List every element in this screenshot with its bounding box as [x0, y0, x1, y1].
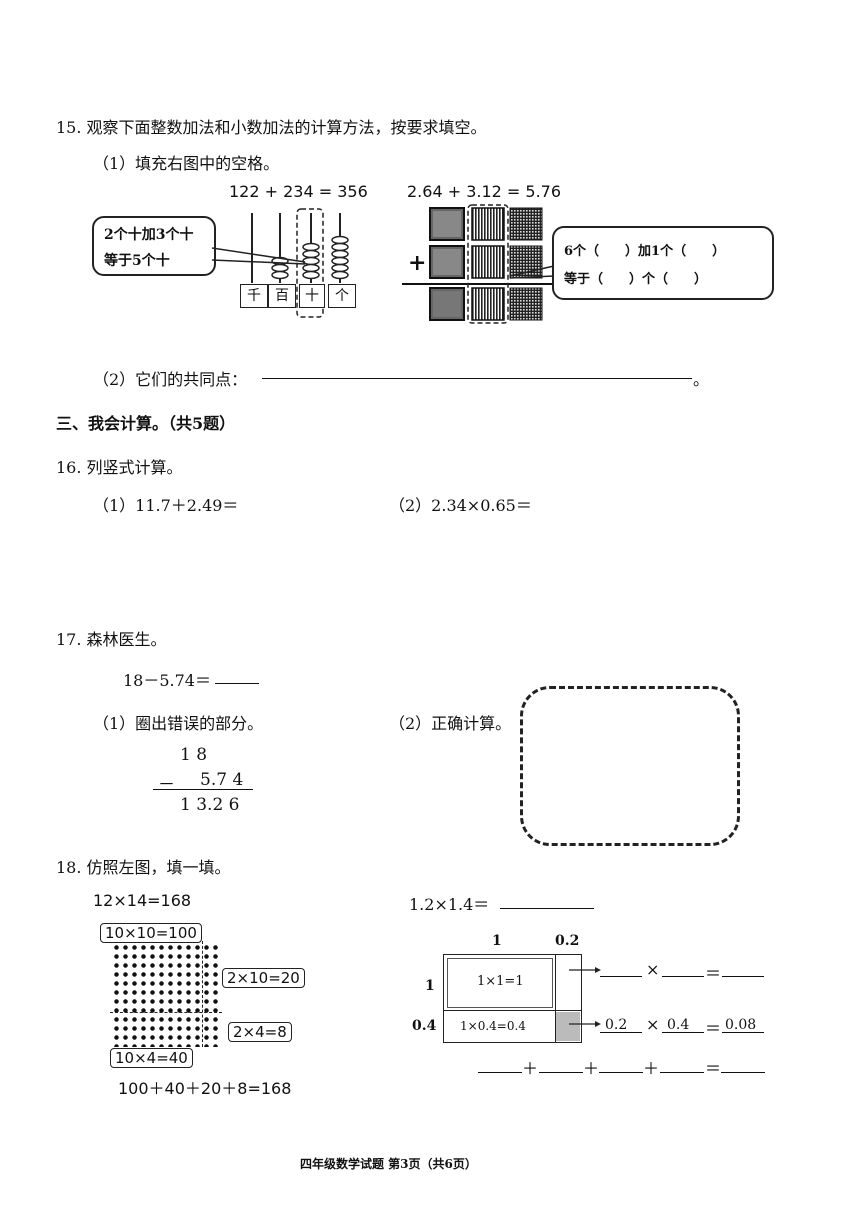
plus-1: ＋	[522, 1059, 539, 1078]
blank-sum-b[interactable]	[539, 1072, 583, 1073]
section3-title: 三、我会计算。（共5题）	[56, 414, 236, 433]
q17-part2: （2）正确计算。	[389, 714, 512, 733]
area-shaded-cell	[556, 1012, 580, 1041]
q15-title: 15. 观察下面整数加法和小数加法的计算方法，按要求填空。	[56, 118, 487, 137]
plus-2: ＋	[583, 1059, 600, 1078]
plus-sign: +	[408, 250, 427, 276]
q17-title: 17. 森林医生。	[56, 630, 167, 649]
decimal-blocks	[402, 204, 558, 324]
callout-right-pointer	[509, 265, 555, 279]
area-hline	[444, 1010, 581, 1011]
blank-r1-b[interactable]	[662, 976, 704, 977]
eq-r1: ＝	[705, 964, 722, 983]
line-r2-a	[600, 1032, 642, 1033]
q16-part1: （1）11.7＋2.49＝	[93, 496, 239, 515]
place-hundred: 百	[268, 284, 296, 308]
q15-part2-end: 。	[693, 370, 710, 389]
val-04: 0.4	[667, 1017, 690, 1033]
q15-part2: （2）它们的共同点：	[93, 370, 248, 389]
blank-sum-e[interactable]	[721, 1072, 765, 1073]
vert-rule	[153, 789, 253, 790]
times-r2: ×	[646, 1015, 660, 1034]
q18-title: 18. 仿照左图，填一填。	[56, 858, 231, 877]
blank-sum-d[interactable]	[660, 1072, 704, 1073]
label-10x4: 10×4=40	[110, 1048, 193, 1068]
blank-sum-a[interactable]	[478, 1072, 522, 1073]
q16-title: 16. 列竖式计算。	[56, 458, 183, 477]
q17-part1: （1）圈出错误的部分。	[93, 714, 264, 733]
page-footer: 四年级数学试题 第3页（共6页）	[300, 1157, 477, 1171]
q17-answer-box[interactable]	[520, 686, 740, 846]
arrows	[569, 967, 601, 1027]
q17-answer-blank[interactable]	[215, 683, 259, 684]
label-2x4: 2×4=8	[228, 1022, 292, 1042]
place-ten: 十	[299, 284, 325, 308]
vert-row1: 1 8	[180, 745, 208, 765]
blank-sum-c[interactable]	[599, 1072, 643, 1073]
vert-result: 1 3.2 6	[180, 795, 240, 815]
callout-right-line2: 等于（ ）个（ ）	[564, 272, 708, 287]
dot-grid-hdivider	[110, 1012, 222, 1013]
q18-right-answer[interactable]	[500, 908, 594, 909]
val-02: 0.2	[605, 1017, 628, 1033]
area-inner-cell	[447, 958, 553, 1008]
q15-part1: （1）填充右图中的空格。	[93, 154, 280, 173]
q18-sum: 100＋40＋20＋8=168	[118, 1079, 292, 1098]
callout-right-line1: 6个（ ）加1个（ ）	[564, 244, 726, 259]
callout-left-line1: 2个十加3个十	[104, 227, 194, 243]
int-equation: 122 + 234 = 356	[229, 182, 368, 201]
cell-1x04: 1×0.4=0.4	[460, 1019, 526, 1033]
place-one: 个	[328, 284, 356, 308]
side-label-1: 1	[425, 978, 435, 994]
val-008: 0.08	[725, 1017, 757, 1033]
cell-1x1: 1×1=1	[477, 974, 524, 989]
times-r1: ×	[646, 960, 660, 979]
top-label-1: 1	[492, 933, 502, 949]
vert-row2: 5.7 4	[200, 770, 244, 790]
label-2x10: 2×10=20	[222, 968, 305, 988]
q17-equation: 18－5.74＝	[123, 671, 211, 690]
label-10x10: 10×10=100	[100, 923, 202, 943]
callout-right: 6个（ ）加1个（ ） 等于（ ）个（ ）	[552, 226, 774, 300]
side-label-04: 0.4	[412, 1018, 437, 1034]
place-thousand: 千	[240, 284, 268, 308]
eq-r2: ＝	[705, 1019, 722, 1038]
q16-part2: （2）2.34×0.65＝	[389, 496, 532, 515]
callout-left: 2个十加3个十 等于5个十	[92, 216, 216, 276]
q18-left-eq: 12×14=168	[93, 891, 192, 910]
q15-answer-line[interactable]	[262, 378, 692, 379]
dot-grid-vdivider	[202, 941, 203, 1047]
blank-r1-c[interactable]	[722, 976, 764, 977]
dot-grid	[112, 943, 220, 1047]
area-vline	[555, 955, 556, 1042]
callout-left-pointer	[211, 247, 306, 265]
callout-left-line2: 等于5个十	[104, 253, 170, 269]
line-r2-b	[662, 1032, 704, 1033]
line-r2-c	[722, 1032, 764, 1033]
dec-equation: 2.64 + 3.12 = 5.76	[407, 182, 562, 201]
vert-minus: －	[158, 775, 175, 795]
plus-3: ＋	[643, 1059, 660, 1078]
top-label-02: 0.2	[555, 933, 580, 949]
eq-sum: ＝	[705, 1059, 722, 1078]
blank-r1-a[interactable]	[600, 976, 642, 977]
area-model	[443, 954, 582, 1043]
q18-right-eq: 1.2×1.4＝	[409, 895, 490, 914]
